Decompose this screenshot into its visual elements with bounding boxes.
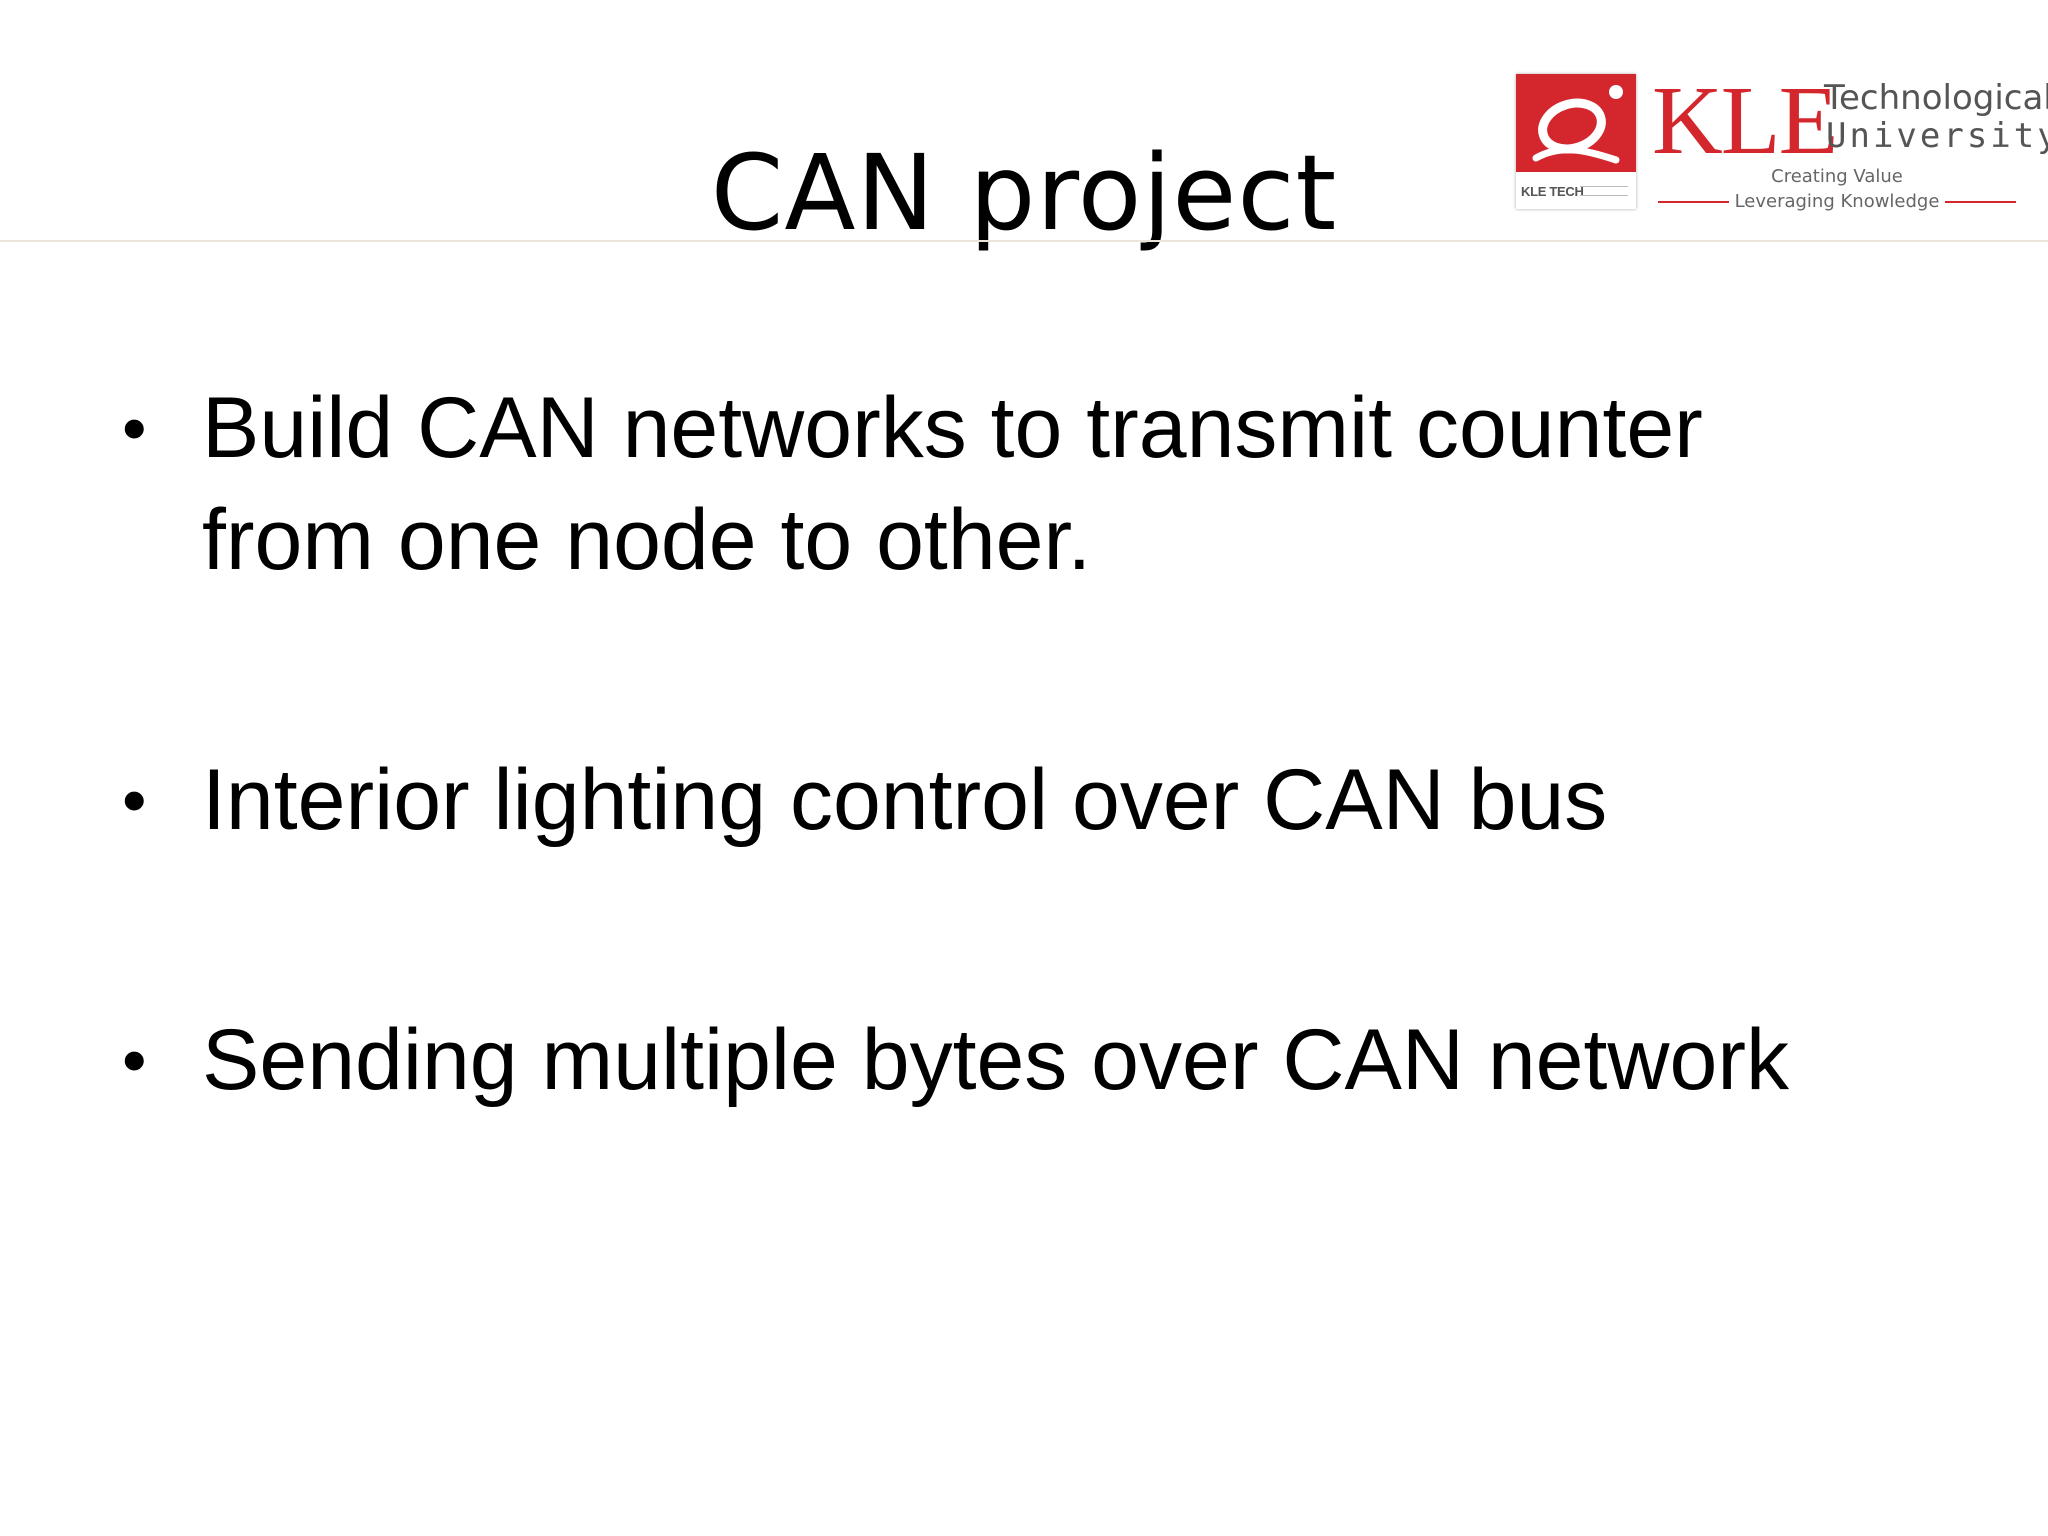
bullet-item: • Sending multiple bytes over CAN networ…: [120, 1004, 1980, 1116]
logo-tagline-rule-left: [1658, 201, 1729, 203]
bullet-text: Interior lighting control over CAN bus: [202, 752, 1608, 848]
logo-word-technological: Technological: [1824, 78, 2048, 118]
logo-tagline-rule-right: [1945, 201, 2016, 203]
logo-tagline-row: Leveraging Knowledge: [1652, 190, 2022, 214]
bullet-text-line: from one node to other.: [202, 492, 1092, 588]
title-divider: [0, 240, 2048, 242]
logo-tagline-leveraging-knowledge: Leveraging Knowledge: [1734, 191, 1940, 212]
logo-badge-fineprint: [1580, 186, 1628, 196]
university-logo: KLE TECH KLE Technological University Cr…: [1516, 67, 2048, 224]
bullet-item: • Build CAN networks to transmit counter…: [120, 372, 1980, 596]
slide-title: CAN project: [710, 132, 1338, 254]
bullet-item: • Interior lighting control over CAN bus: [120, 744, 1980, 856]
logo-badge-text: KLE TECH: [1521, 184, 1584, 199]
bullet-text: Build CAN networks to transmit counter f…: [202, 372, 1980, 596]
bullet-icon: •: [122, 1021, 147, 1099]
logo-badge: KLE TECH: [1516, 74, 1636, 209]
logo-tagline-creating-value: Creating Value: [1771, 166, 1903, 187]
bullet-text-line: Build CAN networks to transmit counter: [202, 380, 1703, 476]
bullet-icon: •: [122, 389, 147, 467]
logo-brand: KLE: [1652, 67, 1838, 175]
bullet-icon: •: [122, 761, 147, 839]
logo-word-university: University: [1826, 116, 2048, 156]
kle-q-emblem-icon: [1532, 85, 1623, 164]
bullet-text: Sending multiple bytes over CAN network: [202, 1012, 1789, 1108]
